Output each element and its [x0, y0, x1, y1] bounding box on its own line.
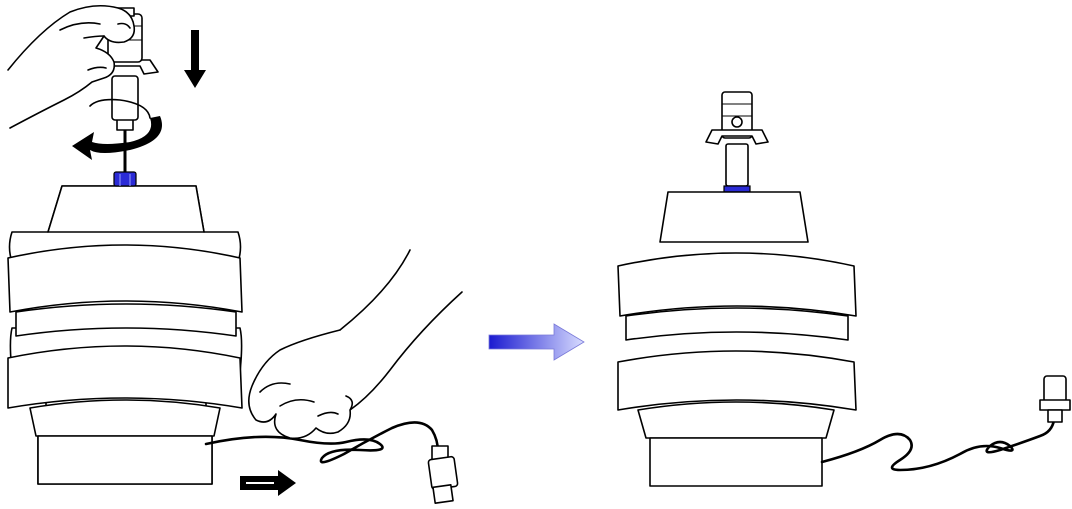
power-cord-right — [820, 418, 1056, 472]
lamp-base-right — [617, 191, 857, 487]
transition-arrow-icon — [488, 323, 585, 361]
threaded-connector-left — [113, 171, 137, 187]
right-arrow-icon — [240, 470, 296, 496]
plug-left — [427, 445, 459, 504]
socket-right — [705, 91, 769, 193]
hand-holding-socket — [7, 4, 136, 129]
plug-right — [1039, 375, 1071, 423]
step-2-panel — [617, 91, 1071, 487]
power-cord-left — [204, 421, 440, 464]
rotate-arrow-icon — [72, 98, 162, 160]
down-arrow-icon — [184, 30, 206, 88]
step-1-panel — [7, 4, 463, 504]
hand-pulling-cord — [248, 249, 463, 440]
lamp-base-left — [7, 185, 243, 485]
